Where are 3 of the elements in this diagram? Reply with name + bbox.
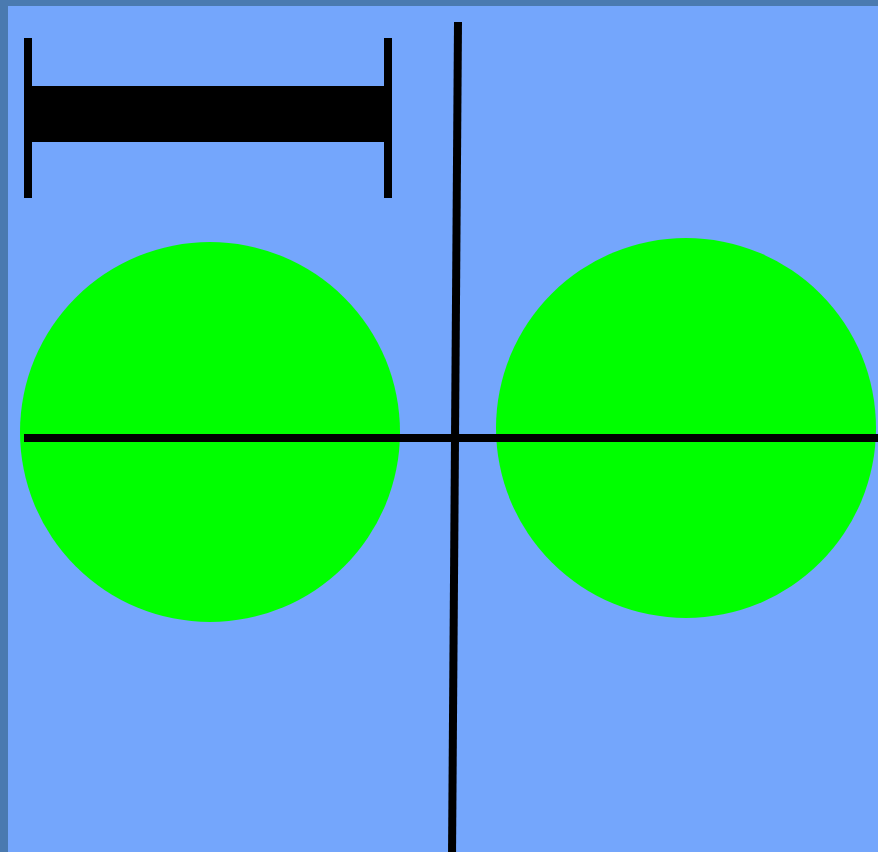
connector-line bbox=[408, 434, 504, 442]
circle bbox=[496, 238, 876, 618]
circle bbox=[20, 242, 400, 622]
